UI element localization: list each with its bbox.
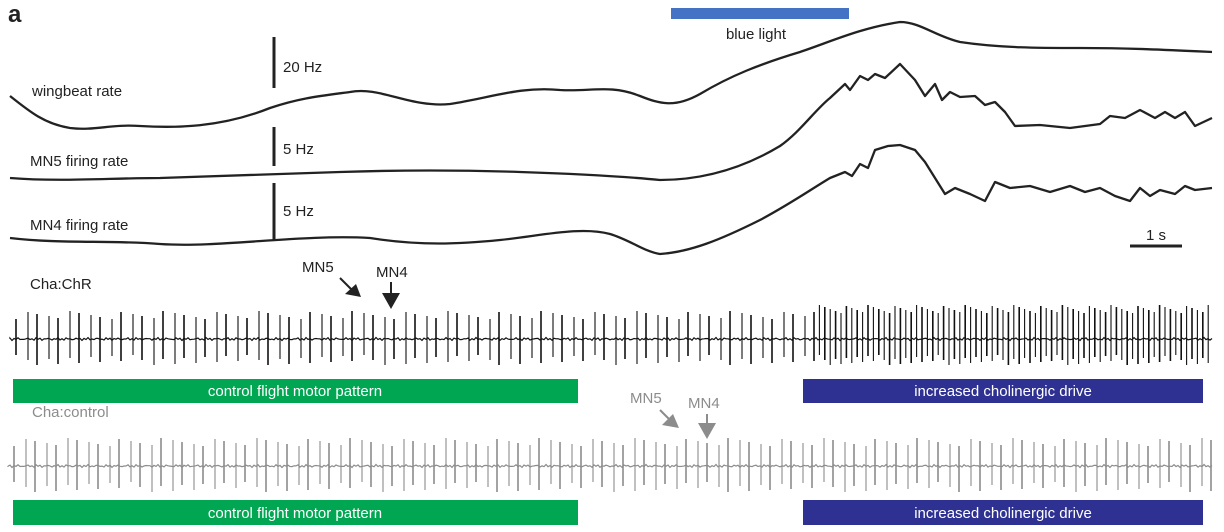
scale-label-mn4: 5 Hz — [283, 203, 314, 220]
mn4-firing-rate-label: MN4 firing rate — [30, 217, 128, 234]
chr-mn5-arrow-label: MN5 — [302, 259, 334, 276]
cha-control-spike-trace — [7, 438, 1213, 492]
blue-light-label: blue light — [726, 26, 787, 43]
chr-cholinergic-label: increased cholinergic drive — [914, 383, 1092, 400]
chr-mn4-arrow-icon — [382, 282, 400, 309]
cha-control-label: Cha:control — [32, 404, 109, 421]
control-control-pattern-label: control flight motor pattern — [208, 505, 382, 522]
cha-chr-spike-trace — [9, 305, 1213, 365]
control-cholinergic-label: increased cholinergic drive — [914, 505, 1092, 522]
mn4-firing-rate-trace — [9, 143, 1213, 256]
control-control-pattern-bar — [13, 500, 578, 525]
chr-mn4-arrow-label: MN4 — [376, 264, 408, 281]
wingbeat-rate-label: wingbeat rate — [31, 83, 122, 100]
control-cholinergic-bar — [803, 500, 1203, 525]
cha-chr-label: Cha:ChR — [30, 276, 92, 293]
control-mn5-arrow-icon — [659, 409, 679, 428]
wingbeat-rate-trace — [9, 20, 1213, 130]
time-scale-label: 1 s — [1146, 227, 1166, 244]
panel-label: a — [8, 1, 22, 28]
chr-control-pattern-bar — [13, 379, 578, 403]
control-mn5-arrow-label: MN5 — [630, 390, 662, 407]
scale-label-20hz: 20 Hz — [283, 59, 322, 76]
scale-label-mn5: 5 Hz — [283, 141, 314, 158]
mn5-firing-rate-trace — [9, 62, 1213, 182]
chr-control-pattern-label: control flight motor pattern — [208, 383, 382, 400]
control-mn4-arrow-label: MN4 — [688, 395, 720, 412]
chr-mn5-arrow-icon — [339, 277, 361, 297]
mn5-firing-rate-label: MN5 firing rate — [30, 153, 128, 170]
chr-cholinergic-bar — [803, 379, 1203, 403]
control-mn4-arrow-icon — [698, 414, 716, 439]
blue-light-bar — [671, 8, 849, 19]
